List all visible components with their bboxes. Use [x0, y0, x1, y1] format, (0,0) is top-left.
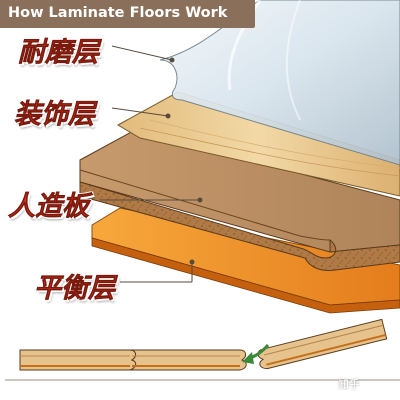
- balance-layer: [91, 207, 400, 314]
- leader-wear: [111, 45, 173, 61]
- label-balance-layer: 平衡层: [34, 273, 116, 305]
- leader-decor: [111, 107, 169, 117]
- label-decor-layer: 装饰层: [14, 99, 96, 131]
- click-arrow-icon: [242, 344, 270, 364]
- decor-layer: [116, 91, 400, 197]
- label-wear-layer: 耐磨层: [18, 37, 100, 69]
- diagram-title: How Laminate Floors Work: [8, 5, 228, 21]
- leader-wear-dot: [169, 57, 175, 63]
- leader-core-dot: [197, 197, 203, 203]
- plank-tilted: [257, 318, 388, 370]
- leader-lines: [100, 45, 203, 283]
- title-bar: How Laminate Floors Work: [0, 0, 255, 28]
- plank-middle: [129, 349, 247, 371]
- label-core-layer: 人造板: [8, 191, 90, 223]
- watermark: 知乎: [338, 378, 360, 391]
- click-lock-illustration: [5, 318, 400, 381]
- plank-left: [19, 349, 137, 371]
- leader-decor-dot: [165, 113, 171, 119]
- leader-balance-dot: [189, 259, 195, 265]
